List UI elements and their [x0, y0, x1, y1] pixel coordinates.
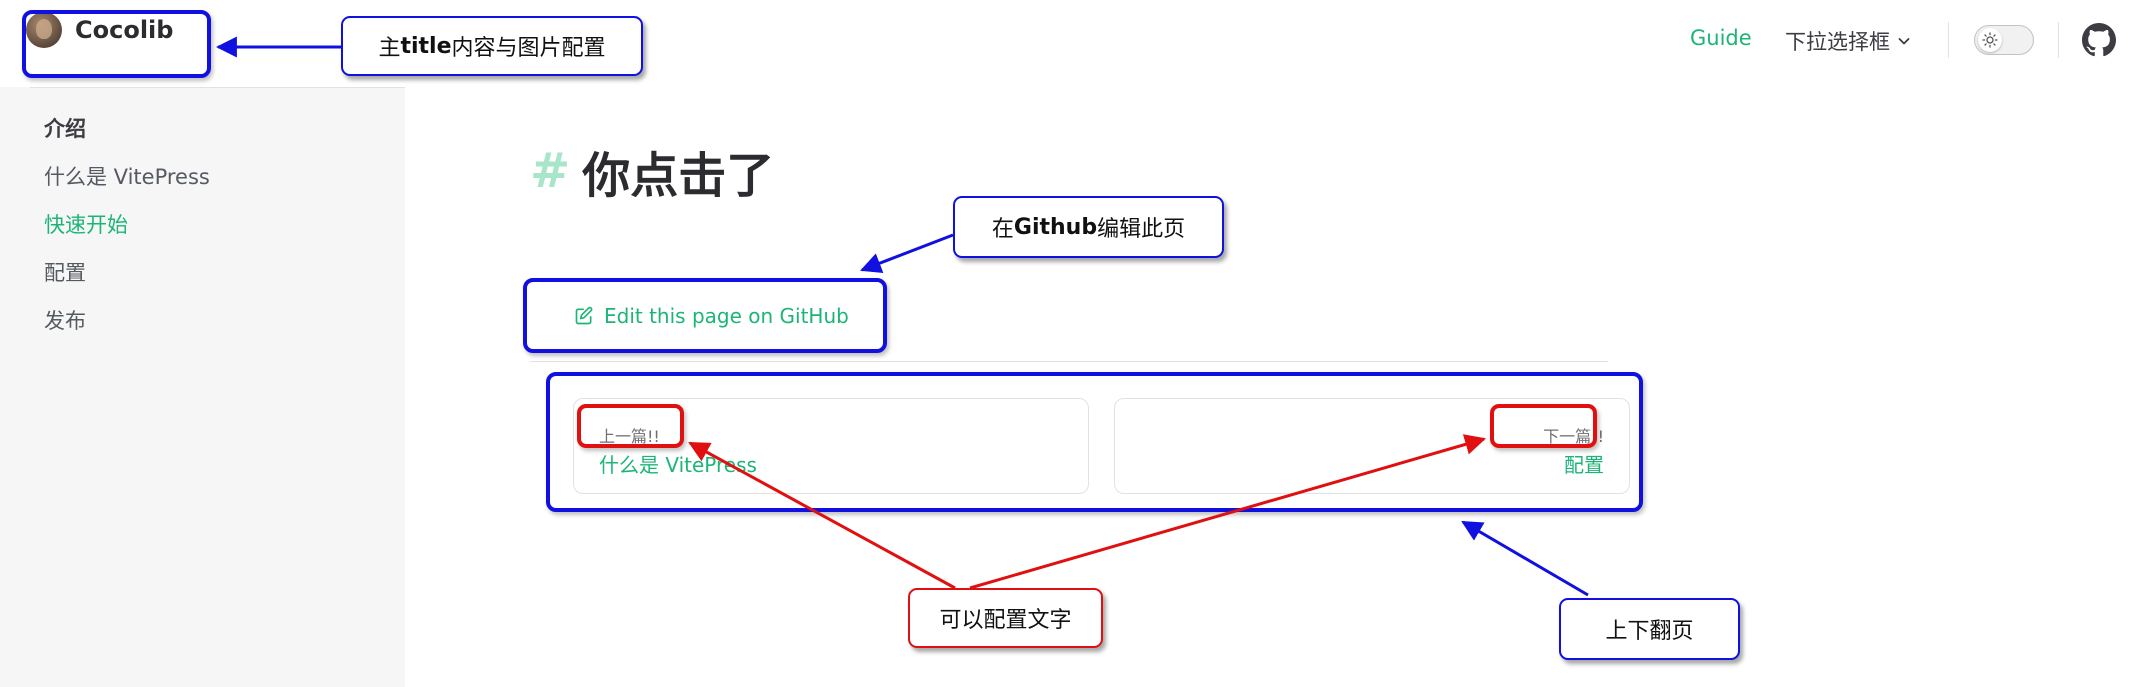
edit-link-label: Edit this page on GitHub: [604, 304, 849, 328]
heading-anchor[interactable]: #: [530, 143, 571, 199]
annotation-highlight-next-desc: [1490, 404, 1597, 448]
callout-text: 内容与图片配置: [451, 36, 606, 61]
sidebar-group-title: 介绍: [44, 117, 86, 141]
annotation-callout-edit: 在 Github 编辑此页: [953, 196, 1224, 258]
nav-divider: [2058, 22, 2059, 58]
callout-text: 在: [991, 217, 1014, 242]
sun-icon: [1982, 32, 1998, 48]
nav-dropdown[interactable]: 下拉选择框: [1785, 26, 1912, 56]
content-divider: [530, 361, 1608, 362]
nav-divider: [1948, 22, 1949, 58]
arrow-to-edit-link: [860, 233, 954, 274]
callout-text: 可以配置文字: [939, 608, 1072, 633]
annotation-highlight-prev-desc: [577, 404, 684, 448]
chevron-down-icon: [1898, 38, 1910, 45]
annotation-callout-title: 主 title 内容与图片配置: [341, 16, 643, 76]
annotation-highlight-edit-link: [523, 278, 887, 353]
switch-knob: [1978, 28, 2002, 52]
sidebar: [0, 87, 405, 687]
arrow-to-pager: [1461, 520, 1589, 597]
callout-text: 上下翻页: [1605, 619, 1694, 644]
theme-switch[interactable]: [1974, 25, 2034, 55]
annotation-highlight-brand: [22, 10, 211, 78]
sidebar-item-deploy[interactable]: 发布: [44, 309, 86, 333]
callout-text-bold: Github: [1013, 214, 1098, 240]
page-title: 你点击了: [582, 148, 775, 204]
annotation-callout-paging: 上下翻页: [1559, 598, 1740, 660]
callout-text-bold: title: [400, 33, 452, 59]
avatar: [26, 12, 62, 48]
nav-link-guide[interactable]: Guide: [1690, 26, 1752, 50]
annotation-callout-text-config: 可以配置文字: [908, 588, 1103, 648]
github-icon[interactable]: [2082, 23, 2116, 57]
brand-link[interactable]: Cocolib: [26, 12, 173, 48]
sidebar-item-what-is-vitepress[interactable]: 什么是 VitePress: [44, 165, 210, 189]
edit-icon: [575, 306, 593, 325]
callout-text: 主: [378, 36, 401, 61]
edit-on-github-link[interactable]: Edit this page on GitHub: [574, 304, 849, 328]
sidebar-item-getting-started[interactable]: 快速开始: [44, 213, 128, 237]
nav-dropdown-label: 下拉选择框: [1785, 30, 1890, 54]
page-heading: # 你点击了: [530, 136, 774, 206]
sidebar-item-config[interactable]: 配置: [44, 261, 86, 285]
next-page-title: 配置: [1564, 453, 1604, 477]
callout-text: 编辑此页: [1097, 217, 1186, 242]
sidebar-divider: [30, 87, 405, 88]
prev-page-desc: 上一篇!!: [599, 427, 660, 446]
site-title: Cocolib: [75, 16, 174, 44]
annotation-highlight-pager: [546, 372, 1643, 512]
